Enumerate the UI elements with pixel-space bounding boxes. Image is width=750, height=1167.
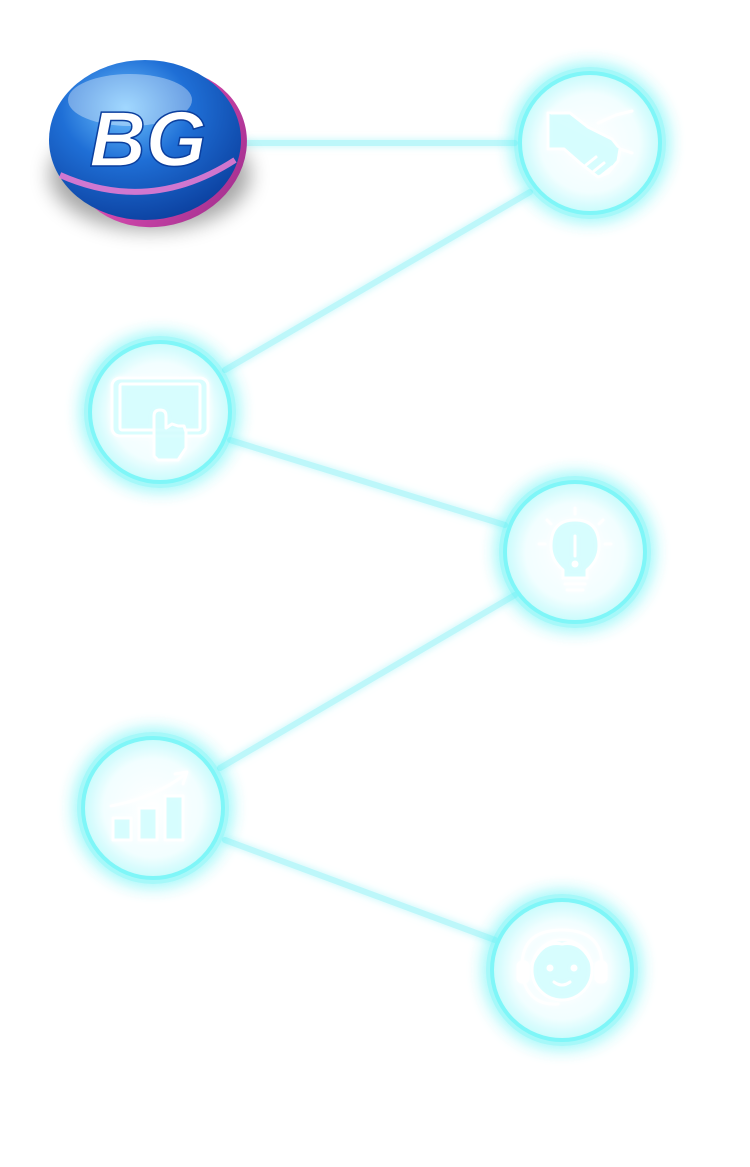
connector-chart-to-support [222, 837, 498, 943]
tablet-touch-icon [110, 376, 210, 462]
handshake-icon [546, 109, 634, 179]
logo-text: BG [90, 95, 207, 183]
connector-lines [217, 140, 533, 943]
connector-lightbulb-to-chart [217, 592, 518, 771]
lightbulb-icon [537, 506, 613, 592]
node-customer-support [486, 894, 638, 1046]
growth-chart-icon [109, 770, 189, 842]
connector-handshake-to-tablet [222, 189, 533, 373]
node-lightbulb [499, 476, 651, 628]
node-growth-chart [77, 732, 229, 884]
bg-logo: BG [49, 40, 250, 230]
customer-support-icon [516, 928, 608, 1006]
connector-tablet-to-lightbulb [227, 437, 508, 528]
node-tablet-touch [84, 336, 236, 488]
node-handshake [514, 67, 666, 219]
